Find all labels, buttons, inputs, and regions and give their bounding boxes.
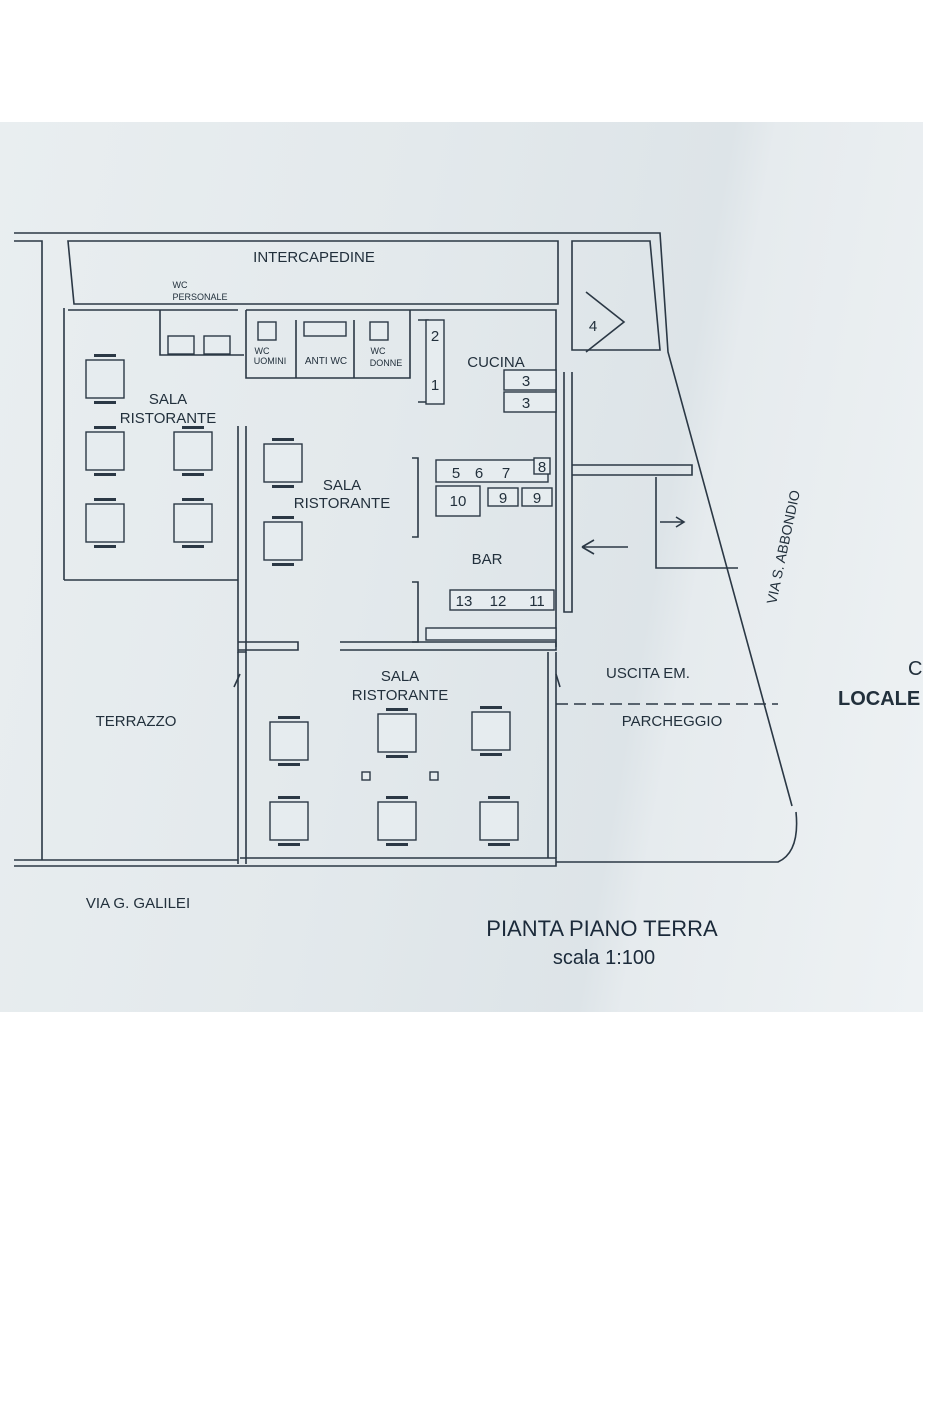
fixture-6: 6	[475, 465, 483, 482]
plan-scale: scala 1:100	[553, 947, 655, 969]
label-ristorante-1: RISTORANTE	[120, 410, 216, 427]
label-ristorante-2: RISTORANTE	[294, 495, 390, 512]
fixture-3a: 3	[522, 373, 530, 390]
table	[377, 708, 417, 758]
fixture-10: 10	[450, 493, 467, 510]
label-wc-donne-2: DONNE	[370, 358, 403, 368]
fixture-2: 2	[431, 328, 439, 345]
fixture-9b: 9	[533, 490, 541, 507]
table	[173, 426, 213, 476]
fixture-12: 12	[490, 593, 507, 610]
fixture-7: 7	[502, 465, 510, 482]
label-sala-3: SALA	[381, 668, 419, 685]
table	[173, 498, 213, 548]
fixture-numbers: 1 2 3 3 4 5 6 7 8 10 9 9 13 12 11	[431, 318, 597, 610]
label-bar: BAR	[472, 551, 503, 568]
label-wc-uomini-1: WC	[255, 346, 270, 356]
table	[263, 438, 303, 488]
table	[479, 796, 519, 846]
room-labels: INTERCAPEDINE WC PERSONALE WC UOMINI ANT…	[96, 249, 723, 730]
fixture-1: 1	[431, 377, 439, 394]
walls	[14, 232, 798, 867]
floor-plan: INTERCAPEDINE WC PERSONALE WC UOMINI ANT…	[14, 232, 923, 969]
table	[269, 796, 309, 846]
fixture-5: 5	[452, 465, 460, 482]
title-block: PIANTA PIANO TERRA scala 1:100	[486, 916, 718, 969]
fixture-13: 13	[456, 593, 473, 610]
label-parcheggio: PARCHEGGIO	[622, 713, 723, 730]
label-wc-personale-2: PERSONALE	[172, 292, 227, 302]
label-via-abbondio: VIA S. ABBONDIO	[763, 488, 803, 605]
label-wc-personale-1: WC	[173, 280, 188, 290]
table	[471, 706, 511, 756]
label-uscita: USCITA EM.	[606, 665, 690, 682]
table	[269, 716, 309, 766]
fixture-4: 4	[589, 318, 597, 335]
fixture-11: 11	[529, 593, 545, 610]
table	[263, 516, 303, 566]
label-wc-uomini-2: UOMINI	[254, 356, 287, 366]
fixtures	[167, 319, 557, 781]
table	[377, 796, 417, 846]
label-ristorante-3: RISTORANTE	[352, 687, 448, 704]
label-sala-1: SALA	[149, 391, 187, 408]
street-labels: VIA G. GALILEI VIA S. ABBONDIO C LOCALE	[86, 488, 923, 912]
dining-tables	[85, 354, 519, 846]
table	[85, 426, 125, 476]
fixture-8: 8	[538, 459, 546, 476]
table	[85, 498, 125, 548]
label-terrazzo: TERRAZZO	[96, 713, 177, 730]
table	[85, 354, 125, 404]
label-cucina: CUCINA	[467, 354, 525, 371]
label-sala-2: SALA	[323, 477, 361, 494]
fixture-9a: 9	[499, 490, 507, 507]
label-edge-c: C	[908, 658, 922, 680]
label-intercapedine: INTERCAPEDINE	[253, 249, 375, 266]
paper-sheet: INTERCAPEDINE WC PERSONALE WC UOMINI ANT…	[0, 122, 923, 1012]
label-edge-locale: LOCALE	[838, 688, 920, 710]
label-wc-donne-1: WC	[371, 346, 386, 356]
plan-title: PIANTA PIANO TERRA	[486, 916, 718, 941]
label-via-galilei: VIA G. GALILEI	[86, 895, 190, 912]
fixture-3b: 3	[522, 395, 530, 412]
label-anti-wc: ANTI WC	[305, 356, 347, 367]
